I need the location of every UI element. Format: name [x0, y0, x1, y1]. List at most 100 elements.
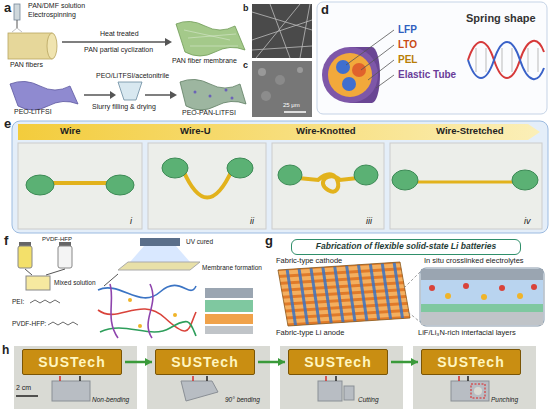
- photo: [162, 158, 188, 178]
- state-label: Cutting: [358, 396, 379, 403]
- led-panel: SUSTech: [155, 349, 255, 375]
- process-label: Mixed solution: [54, 279, 96, 286]
- polymer-network: [98, 285, 196, 297]
- process-arrow: [170, 91, 177, 99]
- sem-image: [252, 4, 312, 58]
- sem-image: [252, 61, 312, 117]
- polymer-network: [173, 313, 177, 317]
- process-label: Electrospinning: [28, 11, 76, 19]
- uv-lamp: [130, 238, 190, 262]
- stage-label: Wire-Stretched: [436, 126, 503, 137]
- process-arrow: [145, 91, 177, 99]
- progress-arrow: [18, 124, 540, 140]
- photo: [26, 175, 54, 195]
- zoom-line: [404, 272, 420, 288]
- layer-zoom: [421, 280, 543, 304]
- syringe: [17, 28, 22, 32]
- sem-image: [252, 61, 312, 117]
- leader-line: [346, 30, 394, 88]
- layer-zoom: [445, 293, 451, 299]
- panel-letter: b: [243, 3, 249, 13]
- layer-zoom: [531, 284, 537, 290]
- node-text: SUSTech: [437, 354, 504, 370]
- part-label: LiF/Li₃N-rich interfacial layers: [418, 329, 516, 338]
- cable-illustration: [352, 63, 366, 77]
- layer-zoom: [421, 304, 543, 312]
- photo: [59, 376, 61, 381]
- syringe: [17, 20, 18, 28]
- membrane-film: [118, 262, 200, 270]
- photo: [318, 381, 342, 401]
- part-label: In situ crosslinked electrolytes: [424, 257, 524, 266]
- process-arrow: [104, 274, 118, 286]
- callout-number: iii: [366, 216, 372, 226]
- photo: [325, 376, 327, 381]
- photo: [390, 143, 542, 229]
- photo: [14, 346, 137, 409]
- beaker: [26, 276, 50, 290]
- layer-zoom: [481, 294, 487, 300]
- photo: [278, 165, 302, 185]
- sem-image: [258, 68, 266, 76]
- fabric-electrode: [285, 255, 405, 335]
- flow-arrow: [125, 358, 152, 366]
- sem-image: [284, 111, 306, 113]
- helix-symbol: [528, 48, 529, 72]
- zoom-line: [408, 312, 420, 322]
- photo: [16, 395, 38, 397]
- heading-label: Spring shape: [466, 12, 536, 25]
- vial: [18, 242, 72, 268]
- callout-number: i: [130, 216, 132, 226]
- process-arrow: [62, 38, 172, 46]
- flow-arrow: [391, 358, 418, 366]
- polymer-network: [148, 284, 153, 338]
- composite-sheet: [180, 79, 246, 110]
- fabric-electrode: [381, 255, 393, 335]
- cable-illustration: [342, 77, 356, 91]
- photo: [147, 346, 270, 409]
- arrow-head: [145, 358, 152, 366]
- process-label: PAN partial cyclization: [84, 46, 153, 54]
- photo: [52, 381, 90, 401]
- state-label: Non-bending: [92, 396, 129, 403]
- stage-label: Wire: [60, 126, 81, 137]
- layer-zoom: [420, 268, 544, 326]
- stage-label: Wire-U: [180, 126, 211, 137]
- material-label: PEO-PAN-LiTFSI: [182, 109, 236, 117]
- mix-arrow: [25, 269, 32, 275]
- arrow-head: [411, 358, 418, 366]
- cell-stack: [205, 288, 253, 334]
- mix-arrow: [46, 269, 65, 275]
- sem-image: [261, 91, 271, 101]
- layer-zoom: [463, 283, 469, 289]
- polymer-network: [98, 284, 196, 338]
- photo: [106, 175, 134, 195]
- layer-zoom: [420, 268, 544, 326]
- layer-zoom: [421, 312, 543, 325]
- photo: [18, 143, 142, 229]
- composite-sheet: [209, 95, 212, 98]
- process-label: Heat treated: [100, 30, 139, 38]
- cable-illustration: [328, 53, 372, 97]
- syringe: [12, 4, 22, 32]
- zoom-line: [404, 272, 420, 322]
- process-arrow: [165, 38, 172, 46]
- photo: [451, 381, 489, 401]
- arrow-head: [278, 358, 285, 366]
- layer-zoom: [421, 269, 543, 280]
- composite-sheet: [231, 97, 234, 100]
- chemical-structure: [48, 322, 78, 325]
- process-label: Membrane formation: [202, 264, 262, 271]
- panel-letter: c: [243, 60, 248, 70]
- sem-image: [252, 4, 312, 58]
- photo: [148, 143, 266, 229]
- polymer-network: [128, 298, 132, 302]
- polymer-network: [110, 284, 118, 338]
- photo: [79, 376, 81, 381]
- panel-frame: [317, 2, 547, 114]
- photo: [227, 158, 253, 178]
- fiber-roll: [8, 33, 52, 59]
- sem-image: [297, 67, 303, 73]
- photo: [335, 376, 337, 381]
- part-label: Fabric-type Li anode: [276, 329, 344, 338]
